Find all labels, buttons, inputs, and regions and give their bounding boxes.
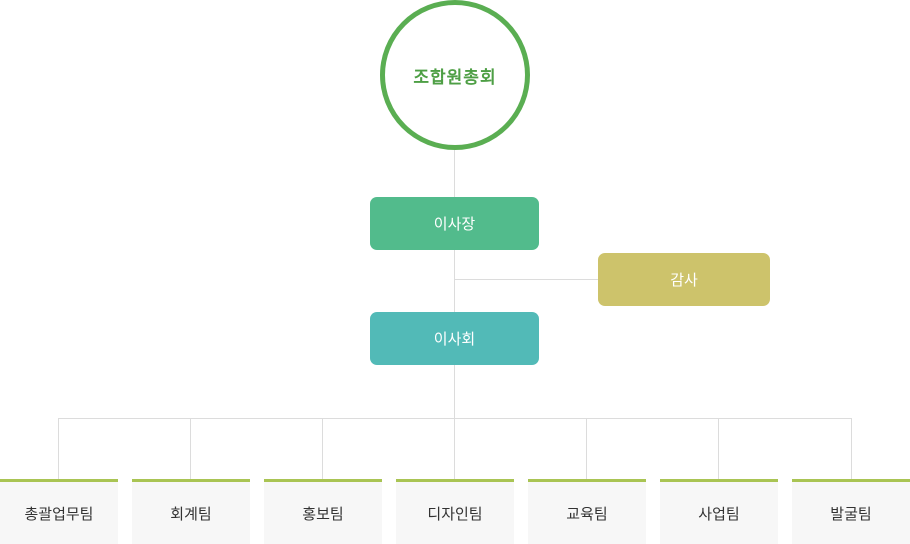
auditor-label: 감사: [670, 271, 698, 289]
team-public-relations: 홍보팀: [264, 479, 382, 544]
team-label: 총괄업무팀: [24, 504, 94, 523]
team-label: 발굴팀: [830, 504, 872, 523]
team-accounting: 회계팀: [132, 479, 250, 544]
general-assembly-node: 조합원총회: [380, 0, 530, 150]
connector-team-drop: [718, 418, 719, 479]
general-assembly-label: 조합원총회: [413, 67, 497, 88]
connector-teams-bus: [58, 418, 852, 419]
connector-team-drop: [851, 418, 852, 479]
connector-team-drop: [322, 418, 323, 479]
chairman-label: 이사장: [433, 215, 476, 233]
team-label: 사업팀: [698, 504, 740, 523]
connector-auditor-branch: [455, 279, 598, 280]
team-discovery: 발굴팀: [792, 479, 910, 544]
connector-team-drop: [586, 418, 587, 479]
team-label: 디자인팀: [427, 504, 483, 523]
team-label: 교육팀: [566, 504, 608, 523]
team-label: 회계팀: [170, 504, 212, 523]
team-label: 홍보팀: [302, 504, 344, 523]
connector-team-drop: [58, 418, 59, 479]
team-design: 디자인팀: [396, 479, 514, 544]
team-business: 사업팀: [660, 479, 778, 544]
team-general-affairs: 총괄업무팀: [0, 479, 118, 544]
connector-team-drop: [190, 418, 191, 479]
board-label: 이사회: [433, 330, 476, 348]
auditor-node: 감사: [598, 253, 770, 306]
board-node: 이사회: [370, 312, 539, 365]
chairman-node: 이사장: [370, 197, 539, 250]
team-education: 교육팀: [528, 479, 646, 544]
